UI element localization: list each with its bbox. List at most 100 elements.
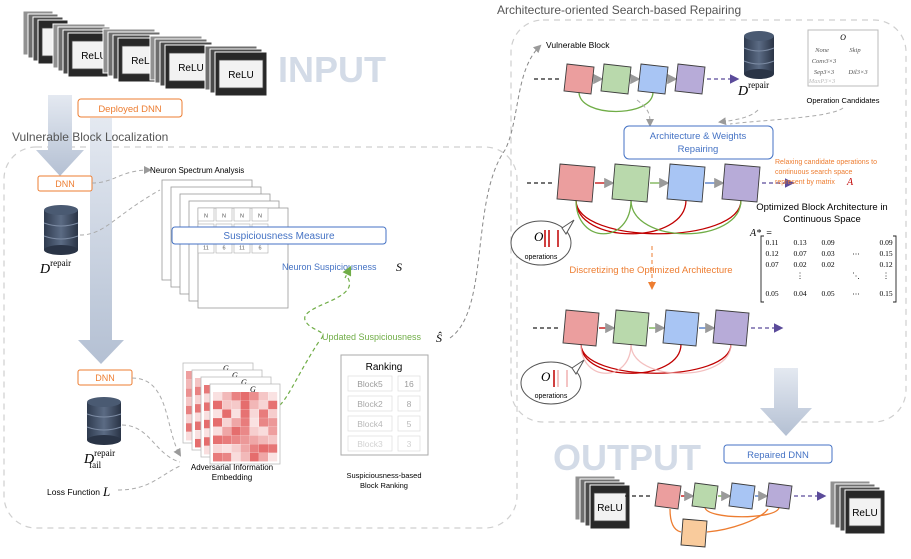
heatmap-cell [249,452,259,462]
heatmap-cell [195,412,204,422]
heatmap-cell [240,435,250,444]
operation-candidates-box [807,29,879,87]
heatmap-cell [231,452,241,462]
spectrum-card [197,207,289,309]
block-node [721,163,761,203]
repaired-dnn-label: Repaired DNN [747,450,809,461]
spectrum-cell-value: 11 [239,246,245,252]
relu-plate [218,59,264,89]
heatmap-cell [240,418,250,427]
operation-candidate: Sep3×3 [814,69,835,76]
connector-drepair-arch [718,109,759,126]
repaired-block-graph [625,482,827,548]
block-node [563,63,595,95]
operations-label-2: operations [535,393,568,400]
heatmap-cell [268,400,278,410]
heatmap-cell [268,392,278,401]
heatmap-cell [186,423,195,432]
ops-symbol-bubble-2: O [541,369,551,384]
operation-candidate: None [814,47,829,54]
operation-candidate: MaxP3×3 [808,78,836,85]
spectrum-cell [197,207,215,222]
relax-note-1: Relaxing candidate operations to [775,159,877,166]
relax-note-3: represent by matrix [775,179,835,186]
dnn-label-top: DNN [55,179,75,189]
heatmap-cell [213,452,222,462]
heatmap-cell [186,371,195,380]
heatmap-cell [204,428,213,437]
block-node [611,163,651,203]
operations-bubble-1: O operations [510,219,575,266]
output-stack-right: ReLU [829,480,886,535]
skip-edge [630,199,742,235]
output-label: OUTPUT [553,437,701,478]
loss-symbol: L [102,484,110,499]
skip-edge [575,199,742,235]
relu-label: ReLU [178,63,204,74]
skip-edge [578,91,654,113]
connector-drepair-spectrum [79,189,161,236]
heatmap-cell [268,418,278,427]
heatmap-card: G [209,383,281,465]
matrix-cell: 0.07 [765,260,778,269]
input-stack-4: ReLU [204,45,268,97]
heatmap-cell [231,392,241,401]
ranking-block-cell [347,435,393,452]
heatmap-cell [268,426,278,436]
discretizing-label: Discretizing the Optimized Architecture [569,265,732,276]
heatmap-cell [259,392,268,401]
spectrum-cell-value: N [240,214,244,220]
heatmap-cell [204,393,213,403]
flow-arrow-2 [78,118,124,364]
block-node [674,63,706,95]
ranking-score-cell [397,435,421,452]
optimized-title-2: Continuous Space [783,214,861,225]
ops-symbol-bubble-1: O [534,229,544,244]
ranking-score-cell [397,395,421,412]
matrix-cell: 0.15 [879,249,892,258]
block-node [637,63,669,95]
ranking-score-cell [397,375,421,392]
heatmap-cell [249,418,259,427]
d-repair-symbol-right: Drepair [737,80,769,99]
heatmap-cell [222,409,232,418]
operation-candidate: Conv3×3 [812,58,837,65]
ranking-score-cell [397,415,421,432]
operations-bubble-2: O operations [520,359,585,405]
skip-edge [580,343,682,374]
relu-plate [848,497,882,527]
g-symbol: G [232,371,238,380]
heatmap-cell [231,444,241,453]
neuron-suspiciousness-label: Neuron Suspiciousness [282,262,377,272]
block-node [612,309,650,347]
deployed-dnn-label: Deployed DNN [98,104,161,115]
heatmap-cell [222,435,232,444]
heatmap-cell [259,418,268,427]
heatmap-cell [240,400,250,410]
spectrum-cell-value: N [222,214,226,220]
heatmap-cell [195,430,204,439]
arch-weights-label-1: Architecture & Weights [650,131,747,142]
heatmap-cell [231,435,241,444]
suspiciousness-measure-box [171,226,387,245]
matrix-cell: 0.03 [821,249,834,258]
ranking-score: 8 [407,399,412,409]
heatmap-cell [186,379,195,389]
connector-dfail-adv [121,424,181,463]
heatmap-cell [204,419,213,429]
operations-label-1: operations [525,254,558,261]
output-dnn-right: ReLU [829,480,886,535]
connector-loss-adv [117,465,181,491]
heatmap-cell [259,409,268,418]
heatmap-cell [240,426,250,436]
matrix-bracket-left [760,235,764,303]
ranking-block-name: Block4 [357,419,383,429]
heatmap-cell [213,426,222,436]
matrix-cell: 0.02 [793,260,806,269]
arch-weights-label-2: Repairing [678,144,719,155]
section-repair-title: Architecture-oriented Search-based Repai… [497,3,741,17]
